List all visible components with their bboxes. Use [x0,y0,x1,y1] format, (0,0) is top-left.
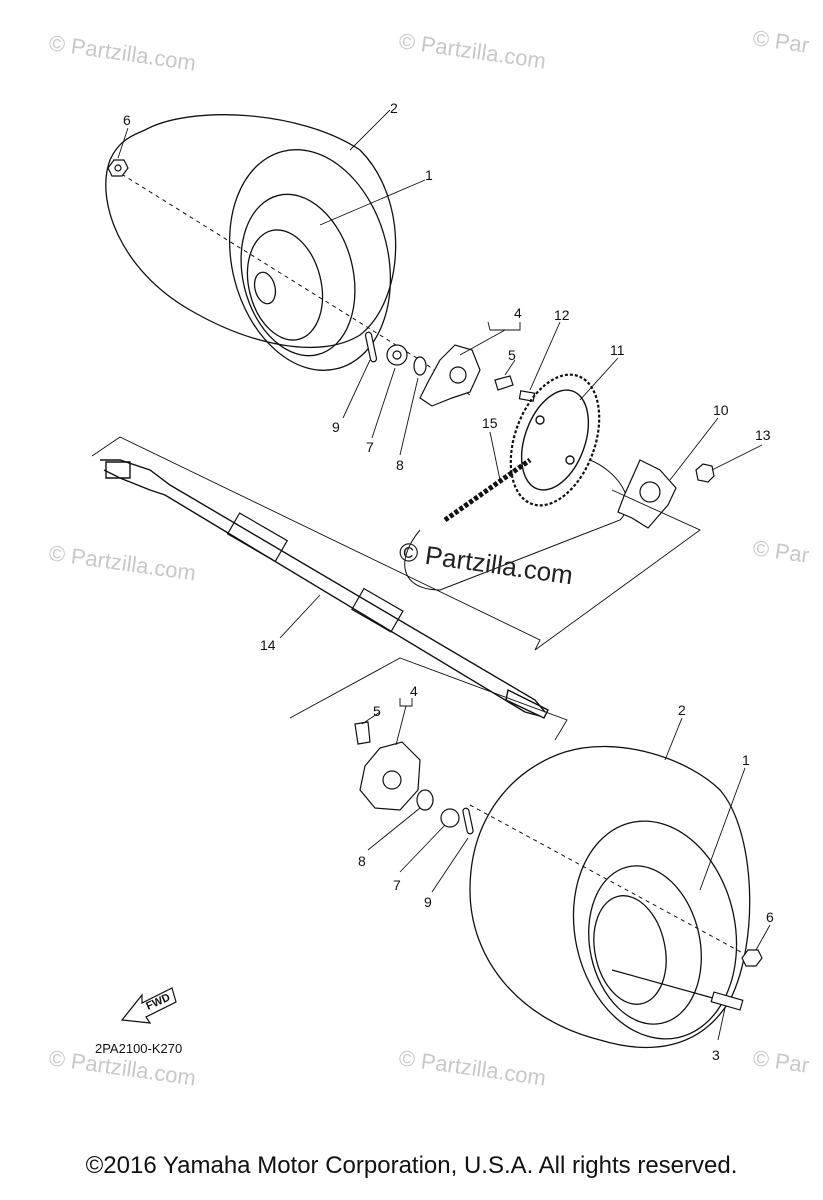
top-rim-inner [246,229,324,341]
callout-9: 9 [332,419,340,435]
callout-3: 3 [712,1047,720,1063]
callout-6: 6 [766,909,774,925]
callout-9: 9 [424,894,432,910]
watermark: © Partzilla.com [47,540,197,585]
cotter-pin [462,807,474,835]
flange-nut [695,463,715,483]
valve-stem [611,969,744,1011]
callouts-top: 6 2 1 4 5 12 11 10 13 15 9 7 8 14 [123,100,771,653]
top-tire-face [228,149,392,371]
callout-7: 7 [393,877,401,893]
callout-15: 15 [482,415,498,431]
rear-axle [100,459,549,719]
washer [413,356,427,376]
callout-5: 5 [508,347,516,363]
bottom-tire-face [572,820,738,1040]
callout-7: 7 [366,439,374,455]
washer [416,789,434,811]
castle-nut [386,344,408,366]
sprocket [509,373,601,507]
bottom-axis-line [469,804,753,959]
callout-8: 8 [358,853,366,869]
hub-bolt [354,721,371,745]
callout-4: 4 [410,683,418,699]
copyright-notice: ©2016 Yamaha Motor Corporation, U.S.A. A… [85,1152,738,1179]
callout-14: 14 [260,637,276,653]
callouts-bottom: 4 5 2 1 8 7 9 6 3 [358,683,774,1063]
callout-12: 12 [554,307,570,323]
diagram-code: 2PA2100-K270 [95,1041,182,1056]
watermark: © Partzilla.com [47,30,197,75]
bottom-tire-outline [469,745,751,1049]
bottom-wheel-nut [741,949,763,967]
callout-8: 8 [396,457,404,473]
callout-1: 1 [742,752,750,768]
bottom-rim-inner [593,895,667,1005]
center-watermark: © Partzilla.com [397,536,575,590]
bottom-hub-parts [354,721,474,835]
callout-11: 11 [610,342,625,358]
bottom-wheel [469,745,751,1049]
bottom-rim-outer [588,865,702,1025]
callout-5: 5 [373,703,381,719]
callout-4: 4 [514,305,522,321]
fwd-arrow-icon [120,987,177,1024]
top-wheel-nut [107,159,129,177]
callout-2: 2 [390,100,398,116]
top-wheel [105,114,397,371]
driven-hub [617,459,715,529]
callout-10: 10 [713,402,729,418]
leader-lines [117,109,771,1041]
top-rim-outer [240,193,356,357]
hub [359,741,421,811]
top-rim-hub [253,271,277,305]
watermark: © Par [751,1045,810,1078]
watermark: © Partzilla.com [397,1045,547,1090]
castle-nut [440,808,460,828]
watermark: © Partzilla.com [397,28,547,73]
cotter-pin [364,331,378,363]
watermark: © Par [751,535,810,568]
bottom-assembly-outline [289,657,568,741]
hub-bolt [494,375,514,391]
drive-chain [404,457,628,591]
top-assembly-outline [91,436,701,651]
watermark: © Par [751,25,810,58]
callout-1: 1 [425,167,433,183]
callout-6: 6 [123,112,131,128]
top-hub-parts [364,331,536,407]
callout-2: 2 [678,702,686,718]
callout-13: 13 [755,427,771,443]
